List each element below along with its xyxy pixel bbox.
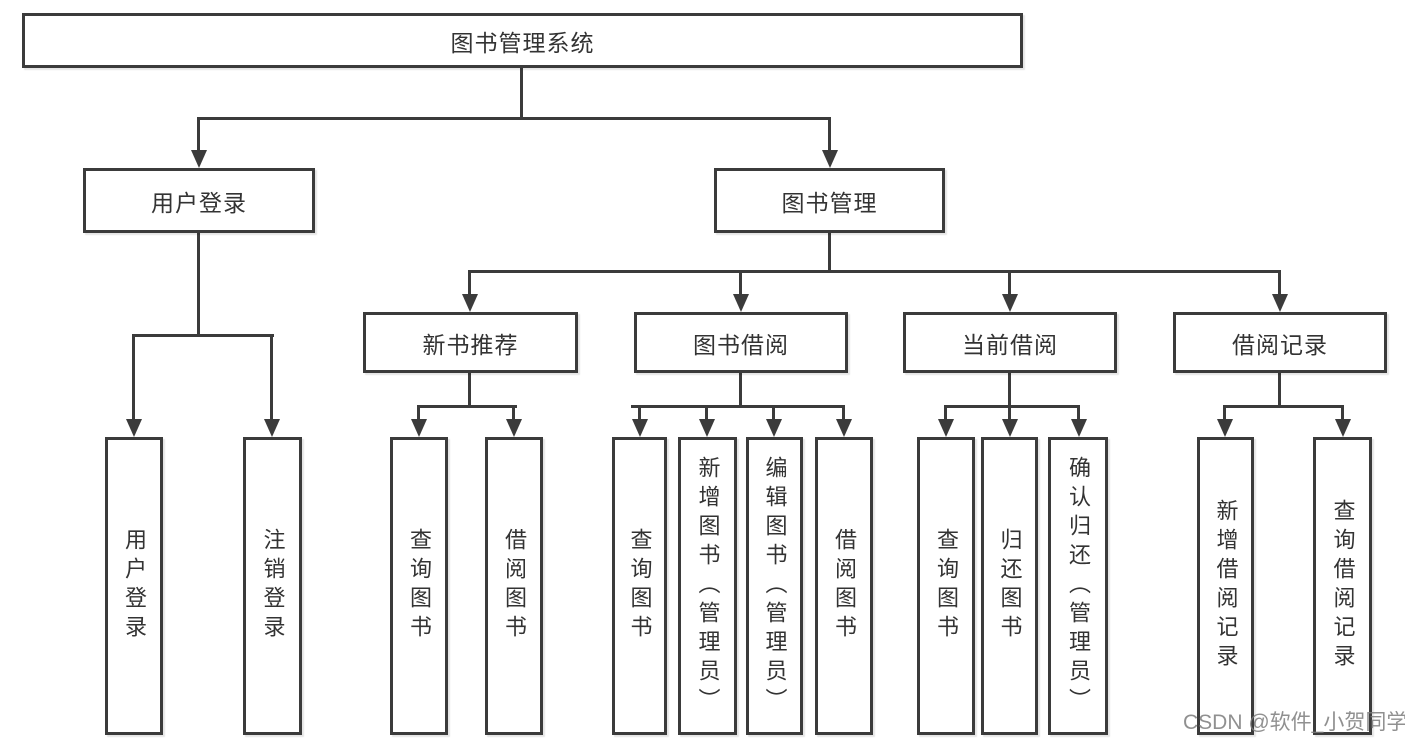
connector-new-book-stem bbox=[468, 373, 471, 408]
connector-book-borrow-stem bbox=[739, 373, 742, 408]
leaf-br-add-record-label: 新增借阅记录 bbox=[1213, 499, 1239, 673]
connector-stub-bb-borrow bbox=[842, 405, 845, 420]
connector-book-management-stem bbox=[828, 233, 831, 273]
connector-stub-cb-confirm bbox=[1077, 405, 1080, 420]
arrowhead-cb-query bbox=[938, 419, 954, 437]
node-user-login-label: 用户登录 bbox=[151, 189, 247, 216]
leaf-cb-query-books-label: 查询图书 bbox=[934, 528, 959, 644]
node-book-borrow: 图书借阅 bbox=[634, 312, 848, 373]
node-new-book-recommend: 新书推荐 bbox=[363, 312, 578, 373]
connector-stub-nbr-borrow bbox=[512, 405, 515, 420]
leaf-nbr-borrow-books-label: 借阅图书 bbox=[502, 528, 527, 644]
connector-stub-login bbox=[132, 334, 135, 420]
connector-new-book-splitter bbox=[417, 405, 517, 408]
arrowhead-bb-add bbox=[699, 419, 715, 437]
arrowhead-current-borrow bbox=[1002, 294, 1018, 312]
connector-stub-new-book bbox=[468, 270, 471, 295]
arrowhead-logout bbox=[264, 419, 280, 437]
connector-current-borrow-splitter bbox=[944, 405, 1080, 408]
connector-borrow-records-splitter bbox=[1223, 405, 1344, 408]
arrowhead-user-login bbox=[191, 150, 207, 168]
leaf-logout-label: 注销登录 bbox=[260, 528, 286, 644]
connector-borrow-records-stem bbox=[1278, 373, 1281, 408]
node-current-borrow: 当前借阅 bbox=[903, 312, 1117, 373]
arrowhead-nbr-query bbox=[411, 419, 427, 437]
arrowhead-br-query bbox=[1335, 419, 1351, 437]
arrowhead-book-borrow bbox=[733, 294, 749, 312]
node-borrow-records: 借阅记录 bbox=[1173, 312, 1387, 373]
connector-stub-bb-add bbox=[705, 405, 708, 420]
leaf-cb-return-books: 归还图书 bbox=[981, 437, 1038, 735]
connector-stub-br-add bbox=[1223, 405, 1226, 420]
arrowhead-nbr-borrow bbox=[506, 419, 522, 437]
leaf-br-add-record: 新增借阅记录 bbox=[1197, 437, 1254, 735]
node-root-label: 图书管理系统 bbox=[450, 29, 595, 56]
leaf-cb-confirm-return-admin-label: 确认归还（管理员） bbox=[1066, 455, 1091, 717]
connector-stub-user-login bbox=[197, 117, 200, 150]
connector-level3-splitter bbox=[468, 270, 1281, 273]
connector-current-borrow-stem bbox=[1008, 373, 1011, 408]
leaf-user-login: 用户登录 bbox=[105, 437, 163, 735]
arrowhead-br-add bbox=[1217, 419, 1233, 437]
leaf-bb-add-books-admin: 新增图书（管理员） bbox=[678, 437, 737, 735]
arrowhead-bb-edit bbox=[766, 419, 782, 437]
connector-root-stem bbox=[520, 68, 523, 120]
connector-book-borrow-splitter bbox=[631, 405, 845, 408]
leaf-bb-query-books: 查询图书 bbox=[612, 437, 667, 735]
leaf-br-query-record: 查询借阅记录 bbox=[1313, 437, 1372, 735]
node-book-management: 图书管理 bbox=[714, 168, 945, 233]
arrowhead-book-management bbox=[822, 150, 838, 168]
leaf-bb-edit-books-admin: 编辑图书（管理员） bbox=[746, 437, 803, 735]
connector-stub-book-management bbox=[828, 117, 831, 150]
node-root: 图书管理系统 bbox=[22, 13, 1023, 68]
node-book-borrow-label: 图书借阅 bbox=[693, 331, 789, 358]
leaf-bb-query-books-label: 查询图书 bbox=[627, 528, 653, 644]
connector-stub-logout bbox=[270, 334, 273, 420]
node-book-management-label: 图书管理 bbox=[781, 189, 878, 216]
arrowhead-cb-return bbox=[1002, 419, 1018, 437]
connector-stub-cb-query bbox=[944, 405, 947, 420]
node-current-borrow-label: 当前借阅 bbox=[962, 331, 1058, 358]
leaf-cb-return-books-label: 归还图书 bbox=[997, 528, 1023, 644]
node-borrow-records-label: 借阅记录 bbox=[1232, 331, 1328, 358]
connector-level2-splitter bbox=[197, 117, 831, 120]
arrowhead-cb-confirm bbox=[1071, 419, 1087, 437]
connector-stub-nbr-query bbox=[417, 405, 420, 420]
csdn-watermark: CSDN @软件_小贺同学 bbox=[1183, 711, 1405, 734]
leaf-cb-query-books: 查询图书 bbox=[917, 437, 975, 735]
connector-stub-borrow-records bbox=[1278, 270, 1281, 295]
node-user-login: 用户登录 bbox=[83, 168, 315, 233]
leaf-user-login-label: 用户登录 bbox=[122, 528, 147, 644]
connector-stub-current-borrow bbox=[1008, 270, 1011, 295]
arrowhead-bb-query bbox=[632, 419, 648, 437]
node-new-book-recommend-label: 新书推荐 bbox=[422, 331, 519, 358]
leaf-logout: 注销登录 bbox=[243, 437, 302, 735]
leaf-bb-add-books-admin-label: 新增图书（管理员） bbox=[695, 455, 721, 717]
connector-stub-book-borrow bbox=[739, 270, 742, 295]
leaf-bb-borrow-books: 借阅图书 bbox=[815, 437, 873, 735]
leaf-br-query-record-label: 查询借阅记录 bbox=[1330, 499, 1356, 673]
leaf-cb-confirm-return-admin: 确认归还（管理员） bbox=[1048, 437, 1108, 735]
leaf-nbr-borrow-books: 借阅图书 bbox=[485, 437, 543, 735]
arrowhead-login bbox=[126, 419, 142, 437]
leaf-bb-borrow-books-label: 借阅图书 bbox=[832, 528, 857, 644]
arrowhead-bb-borrow bbox=[836, 419, 852, 437]
connector-stub-cb-return bbox=[1008, 405, 1011, 420]
connector-stub-br-query bbox=[1341, 405, 1344, 420]
connector-stub-bb-edit bbox=[772, 405, 775, 420]
arrowhead-new-book bbox=[462, 294, 478, 312]
leaf-nbr-query-books: 查询图书 bbox=[390, 437, 448, 735]
connector-user-login-splitter bbox=[132, 334, 274, 337]
leaf-bb-edit-books-admin-label: 编辑图书（管理员） bbox=[762, 455, 788, 717]
connector-user-login-stem bbox=[197, 233, 200, 337]
arrowhead-borrow-records bbox=[1272, 294, 1288, 312]
leaf-nbr-query-books-label: 查询图书 bbox=[407, 528, 432, 644]
connector-stub-bb-query bbox=[638, 405, 641, 420]
